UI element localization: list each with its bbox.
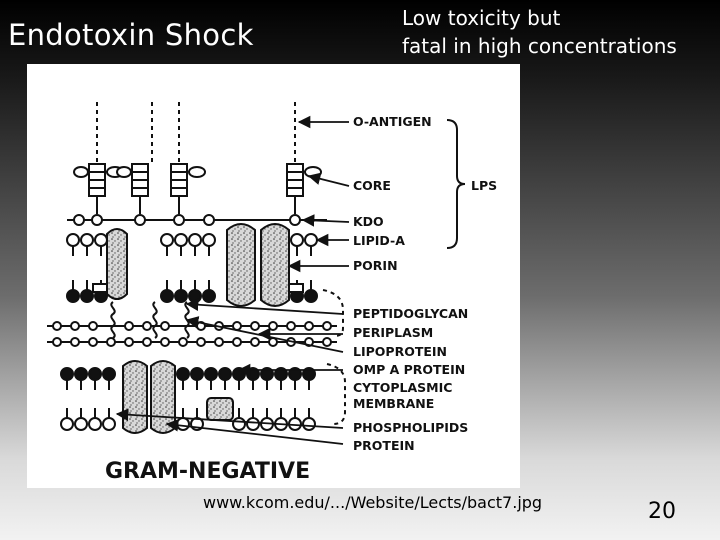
subtitle-line-1: Low toxicity but [402, 6, 561, 30]
label-membrane: MEMBRANE [353, 396, 434, 411]
subtitle-line-2: fatal in high concentrations [402, 34, 677, 58]
peptidoglycan-layer [47, 321, 337, 347]
label-phospholipids: PHOSPHOLIPIDS [353, 420, 468, 435]
membrane-diagram: O-ANTIGEN CORE KDO LIPID-A PORIN LPS PEP… [47, 102, 497, 484]
gram-negative-membrane-figure: O-ANTIGEN CORE KDO LIPID-A PORIN LPS PEP… [27, 64, 520, 488]
page-number: 20 [648, 499, 676, 524]
slide-title: Endotoxin Shock [8, 18, 254, 52]
label-lps: LPS [471, 178, 497, 193]
diagram-caption: GRAM-NEGATIVE [105, 459, 310, 484]
cytoplasmic-membrane [60, 367, 316, 431]
lps-brace [446, 119, 466, 249]
dashed-brackets [322, 289, 346, 425]
label-protein: PROTEIN [353, 438, 415, 453]
core-stacks [73, 163, 322, 214]
label-peptidoglycan: PEPTIDOGLYCAN [353, 306, 468, 321]
kdo-row [67, 214, 327, 226]
label-periplasm: PERIPLASM [353, 325, 433, 340]
label-porin: PORIN [353, 258, 398, 273]
pointer-arrows [115, 115, 350, 445]
porins [106, 223, 290, 307]
label-cytoplasmic: CYTOPLASMIC [353, 380, 452, 395]
slide-subtitle: Low toxicity but fatal in high concentra… [402, 4, 677, 60]
label-core: CORE [353, 178, 391, 193]
label-omp-a-protein: OMP A PROTEIN [353, 362, 465, 377]
source-url: www.kcom.edu/.../Website/Lects/bact7.jpg [203, 493, 543, 512]
label-o-antigen: O-ANTIGEN [353, 114, 432, 129]
label-lipid-a: LIPID-A [353, 233, 405, 248]
o-antigen-chains [96, 102, 296, 162]
label-lipoprotein: LIPOPROTEIN [353, 344, 447, 359]
label-kdo: KDO [353, 214, 384, 229]
